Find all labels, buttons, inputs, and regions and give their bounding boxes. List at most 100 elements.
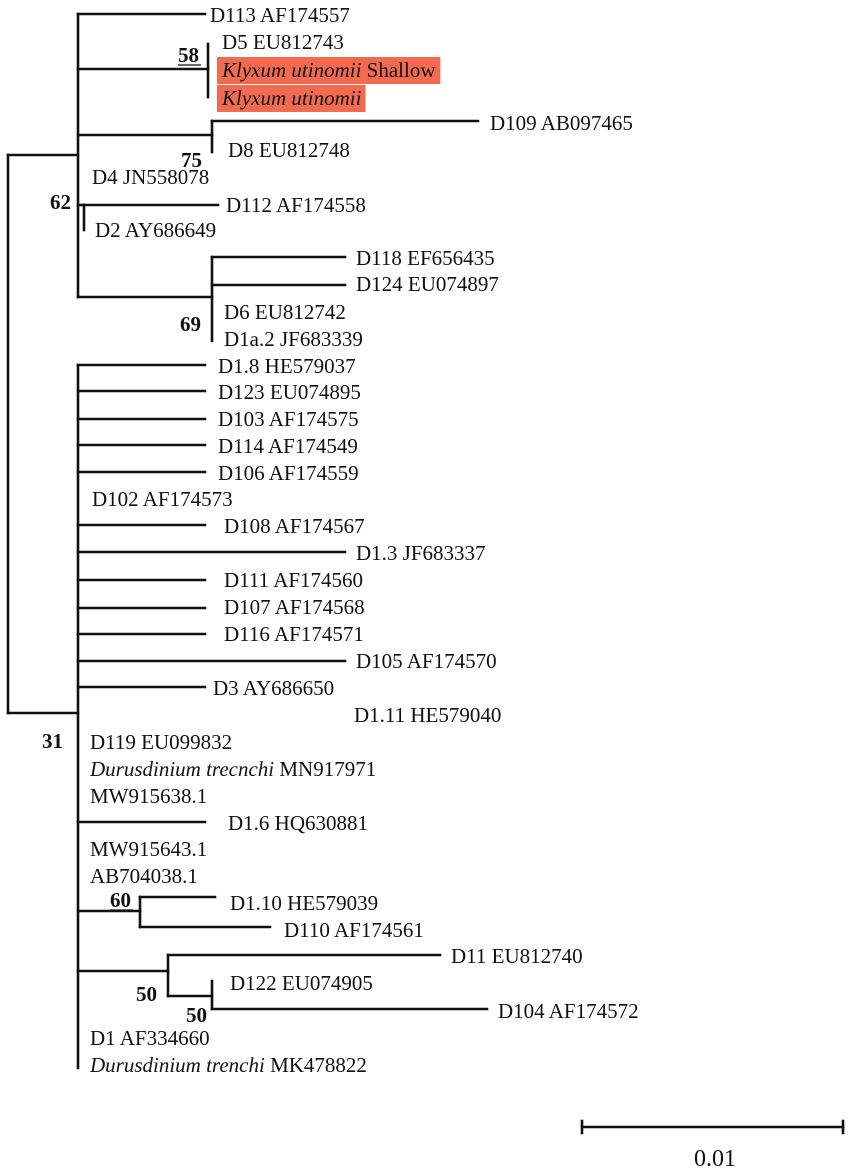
leaf-text: D5 EU812743 xyxy=(222,30,344,54)
leaf-mw915643: MW915643.1 xyxy=(90,837,207,861)
leaf-d102: D102 AF174573 xyxy=(92,487,233,511)
leaf-text: D1.11 HE579040 xyxy=(354,703,501,727)
leaf-label: D122 EU074905 xyxy=(230,971,373,995)
leaf-d110: D110 AF174561 xyxy=(284,918,424,942)
leaf-label: D1 AF334660 xyxy=(90,1026,210,1050)
leaf-d122: D122 EU074905 xyxy=(230,971,373,995)
leaf-d4: D4 JN558078 xyxy=(92,165,209,189)
leaf-text: D106 AF174559 xyxy=(218,461,359,485)
leaf-klyx: Klyxum utinomii xyxy=(217,85,366,112)
leaf-label: D1.3 JF683337 xyxy=(356,541,486,565)
leaf-mw915638: MW915638.1 xyxy=(90,784,207,808)
leaf-d113: D113 AF174557 xyxy=(210,3,350,27)
leaf-label: D5 EU812743 xyxy=(222,30,344,54)
support-value-50a: 50 xyxy=(136,982,157,1006)
leaf-d105: D105 AF174570 xyxy=(356,649,497,673)
leaf-text: D1a.2 JF683339 xyxy=(224,327,363,351)
leaf-durus-trenchi: Durusdinium trenchi MK478822 xyxy=(89,1053,367,1077)
leaf-d107: D107 AF174568 xyxy=(224,595,365,619)
leaf-text: MW915638.1 xyxy=(90,784,207,808)
leaf-label: D124 EU074897 xyxy=(356,272,499,296)
leaf-d1-6: D1.6 HQ630881 xyxy=(228,811,368,835)
leaf-text: D102 AF174573 xyxy=(92,487,233,511)
support-value-31: 31 xyxy=(42,729,63,753)
leaf-label: D109 AB097465 xyxy=(490,111,633,135)
leaf-text: D108 AF174567 xyxy=(224,514,365,538)
species-name: Durusdinium trecnchi xyxy=(89,757,274,781)
leaf-label: MW915638.1 xyxy=(90,784,207,808)
leaf-d118: D118 EF656435 xyxy=(356,246,495,270)
leaf-text: D103 AF174575 xyxy=(218,407,359,431)
leaf-label: Durusdinium trecnchi MN917971 xyxy=(89,757,376,781)
leaf-label: D105 AF174570 xyxy=(356,649,497,673)
leaf-text: D104 AF174572 xyxy=(498,999,639,1023)
leaf-text: D105 AF174570 xyxy=(356,649,497,673)
leaf-label: D1.10 HE579039 xyxy=(230,891,378,915)
leaf-text: D1.6 HQ630881 xyxy=(228,811,368,835)
highlight-box xyxy=(217,57,441,84)
scale-bar: 0.01 xyxy=(580,1119,845,1172)
leaf-label: D116 AF174571 xyxy=(224,622,364,646)
leaf-d1: D1 AF334660 xyxy=(90,1026,210,1050)
leaf-label: D113 AF174557 xyxy=(210,3,350,27)
support-value-60: 60 xyxy=(110,888,131,912)
leaf-d1-11: D1.11 HE579040 xyxy=(354,703,501,727)
leaf-label: D114 AF174549 xyxy=(218,434,358,458)
leaf-d8: D8 EU812748 xyxy=(228,138,350,162)
leaf-d1-10: D1.10 HE579039 xyxy=(230,891,378,915)
leaf-text: MW915643.1 xyxy=(90,837,207,861)
highlight-box xyxy=(217,85,366,112)
leaf-d11: D11 EU812740 xyxy=(451,944,583,968)
leaf-text: AB704038.1 xyxy=(90,864,198,888)
leaf-label: Klyxum utinomii xyxy=(221,86,362,110)
leaf-text: D114 AF174549 xyxy=(218,434,358,458)
leaf-label: AB704038.1 xyxy=(90,864,198,888)
species-name: Klyxum utinomii xyxy=(221,58,362,82)
support-value-69: 69 xyxy=(180,312,201,336)
leaf-text: D6 EU812742 xyxy=(224,300,346,324)
leaf-d1-3: D1.3 JF683337 xyxy=(356,541,486,565)
leaf-d106: D106 AF174559 xyxy=(218,461,359,485)
leaf-text: D11 EU812740 xyxy=(451,944,583,968)
leaf-text: D2 AY686649 xyxy=(95,218,216,242)
support-value-50b: 50 xyxy=(186,1003,207,1027)
tree-branches xyxy=(6,12,489,1070)
leaf-text: D118 EF656435 xyxy=(356,246,495,270)
leaf-text: D123 EU074895 xyxy=(218,380,361,404)
species-name: Klyxum utinomii xyxy=(221,86,362,110)
leaf-d116: D116 AF174571 xyxy=(224,622,364,646)
leaf-label: D119 EU099832 xyxy=(90,730,232,754)
leaf-label: D1.11 HE579040 xyxy=(354,703,501,727)
leaf-text: D119 EU099832 xyxy=(90,730,232,754)
leaf-label: D102 AF174573 xyxy=(92,487,233,511)
leaf-label: D107 AF174568 xyxy=(224,595,365,619)
leaf-text: D1 AF334660 xyxy=(90,1026,210,1050)
leaf-label: D103 AF174575 xyxy=(218,407,359,431)
leaf-d112: D112 AF174558 xyxy=(226,193,366,217)
leaf-text: Shallow xyxy=(361,58,436,82)
leaf-d124: D124 EU074897 xyxy=(356,272,499,296)
scale-bar-label: 0.01 xyxy=(694,1146,736,1172)
support-value-62: 62 xyxy=(50,190,71,214)
leaf-text: D8 EU812748 xyxy=(228,138,350,162)
species-name: Durusdinium trenchi xyxy=(89,1053,265,1077)
leaf-label: D2 AY686649 xyxy=(95,218,216,242)
leaf-text: D124 EU074897 xyxy=(356,272,499,296)
support-value-58: 58 xyxy=(178,43,199,67)
leaf-klyx-shallow: Klyxum utinomii Shallow xyxy=(217,57,441,84)
leaf-label: D110 AF174561 xyxy=(284,918,424,942)
leaf-label: D1.8 HE579037 xyxy=(218,354,356,378)
leaf-d6: D6 EU812742 xyxy=(224,300,346,324)
leaf-text: D1.10 HE579039 xyxy=(230,891,378,915)
leaf-text: MN917971 xyxy=(274,757,376,781)
leaf-text: D111 AF174560 xyxy=(224,568,363,592)
leaf-text: D107 AF174568 xyxy=(224,595,365,619)
leaf-text: MK478822 xyxy=(265,1053,367,1077)
leaf-d1a2: D1a.2 JF683339 xyxy=(224,327,363,351)
leaf-label: D111 AF174560 xyxy=(224,568,363,592)
support-value-75: 75 xyxy=(181,148,202,172)
leaf-label: D11 EU812740 xyxy=(451,944,583,968)
leaf-text: D112 AF174558 xyxy=(226,193,366,217)
